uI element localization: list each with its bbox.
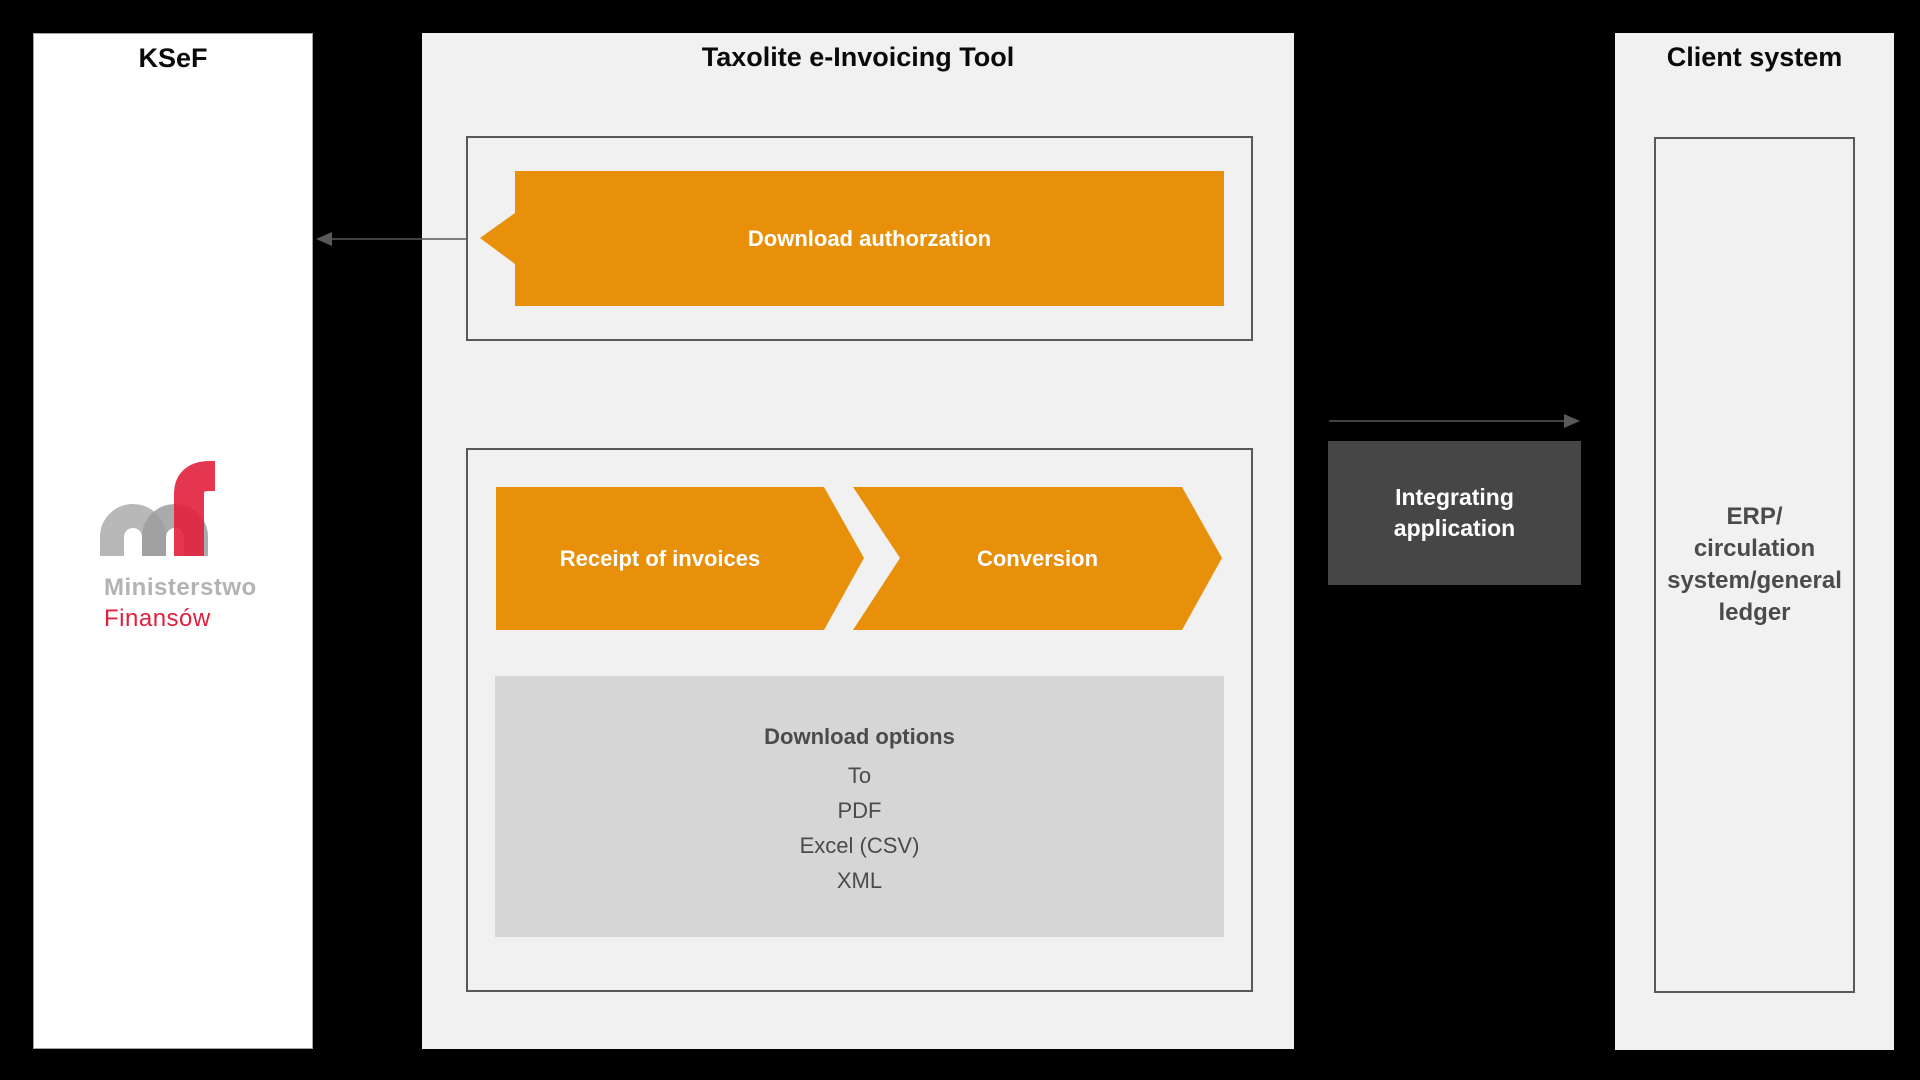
process-group-box	[466, 448, 1253, 992]
download-authorization-arrow-shape: Download authorzation	[480, 171, 1224, 306]
ministry-of-finance-logo-icon	[100, 461, 215, 556]
authorization-group-box	[466, 136, 1253, 341]
download-option-item: Excel (CSV)	[799, 833, 920, 858]
integrating-application-label: Integrating application	[1393, 484, 1516, 541]
receipt-of-invoices-chevron: Receipt of invoices	[496, 487, 864, 630]
taxolite-panel: Taxolite e-Invoicing Tool Download autho…	[422, 33, 1294, 1049]
conversion-chevron: Conversion	[853, 487, 1222, 630]
download-options-box: Download options To PDF Excel (CSV) XML	[495, 676, 1224, 937]
receipt-of-invoices-label: Receipt of invoices	[559, 545, 761, 571]
erp-line: circulation	[1693, 535, 1816, 562]
erp-box: ERP/ circulation system/general ledger	[1654, 137, 1855, 993]
download-option-item: PDF	[837, 798, 882, 823]
client-system-panel: Client system ERP/ circulation system/ge…	[1615, 33, 1894, 1050]
ksef-panel: KSeF Ministerstwo Finansów	[33, 33, 313, 1049]
download-option-item: To	[847, 763, 872, 788]
ksef-title: KSeF	[138, 43, 208, 73]
download-options-title: Download options	[764, 724, 955, 749]
taxolite-title: Taxolite e-Invoicing Tool	[701, 42, 1015, 72]
erp-line: system/general	[1667, 567, 1842, 594]
integrating-application-box: Integrating application	[1328, 441, 1581, 585]
client-system-title: Client system	[1666, 42, 1843, 72]
download-authorization-label: Download authorzation	[747, 225, 992, 251]
conversion-label: Conversion	[976, 545, 1099, 571]
logo-text-ministerstwo: Ministerstwo	[104, 574, 257, 601]
download-option-item: XML	[836, 868, 883, 893]
logo-text-finansow: Finansów	[104, 605, 211, 632]
erp-line: ERP/	[1726, 503, 1783, 530]
arrow-to-client-system-icon	[1329, 414, 1580, 428]
erp-line: ledger	[1718, 599, 1791, 626]
